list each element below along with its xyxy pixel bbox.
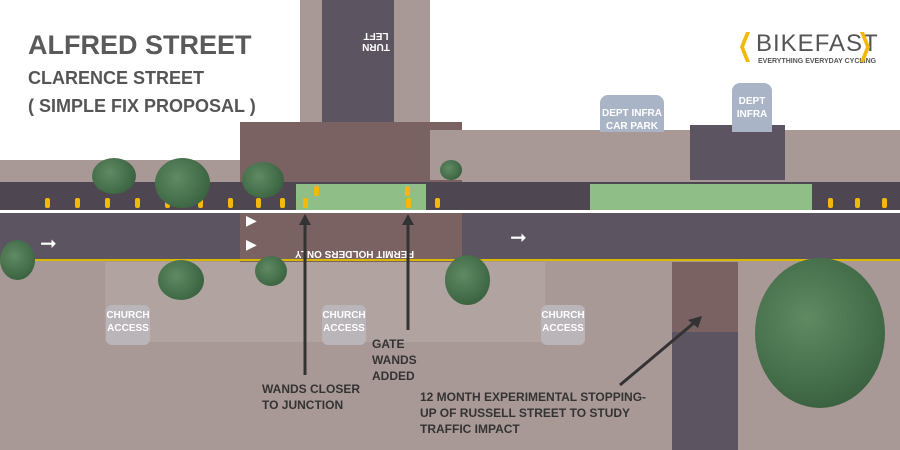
arrow-east-icon: ▶ — [246, 212, 257, 228]
logo-tagline: EVERYTHING EVERYDAY CYCLING — [758, 58, 877, 65]
tree — [242, 162, 284, 198]
arrow-east-icon: ➞ — [40, 233, 57, 255]
gate-wand — [405, 186, 410, 196]
gate-wand — [314, 186, 319, 196]
car-park-entrance — [690, 125, 785, 180]
centre-line — [0, 210, 900, 213]
green-cycle-lane-2 — [590, 184, 812, 210]
title-line-3: ( SIMPLE FIX PROPOSAL ) — [28, 96, 256, 116]
footpath-north-right — [430, 130, 900, 180]
title-line-1: ALFRED STREET — [28, 30, 252, 60]
tree — [445, 255, 490, 305]
tree — [0, 240, 35, 280]
logo-name: BIKEFAST — [756, 30, 879, 57]
arrow-east-icon: ➞ — [510, 227, 527, 249]
logo: BIKEFAST EVERYTHING EVERYDAY CYCLING — [740, 30, 878, 70]
arrow-east-icon: ▶ — [246, 236, 257, 252]
church-access-3: CHURCH ACCESS — [541, 305, 585, 345]
annotation-stopping-up: 12 MONTH EXPERIMENTAL STOPPING-UP OF RUS… — [420, 390, 647, 436]
russell-street-closure — [672, 262, 738, 332]
kerb-line — [0, 259, 900, 261]
annotation-wands-closer: WANDS CLOSER TO JUNCTION — [262, 382, 361, 412]
tree — [440, 160, 462, 180]
tree — [158, 260, 204, 300]
tree — [255, 256, 287, 286]
church-access-1: CHURCH ACCESS — [106, 305, 150, 345]
tree — [755, 258, 885, 408]
dept-infra-car-park: DEPT INFRA CAR PARK — [600, 95, 664, 132]
tree — [92, 158, 136, 194]
church-access-2: CHURCH ACCESS — [322, 305, 366, 345]
annotation-gate-wands: GATE WANDS ADDED — [372, 337, 417, 383]
dept-infra: DEPT INFRA — [732, 83, 772, 132]
tree — [155, 158, 210, 208]
title-line-2: CLARENCE STREET — [28, 68, 205, 88]
